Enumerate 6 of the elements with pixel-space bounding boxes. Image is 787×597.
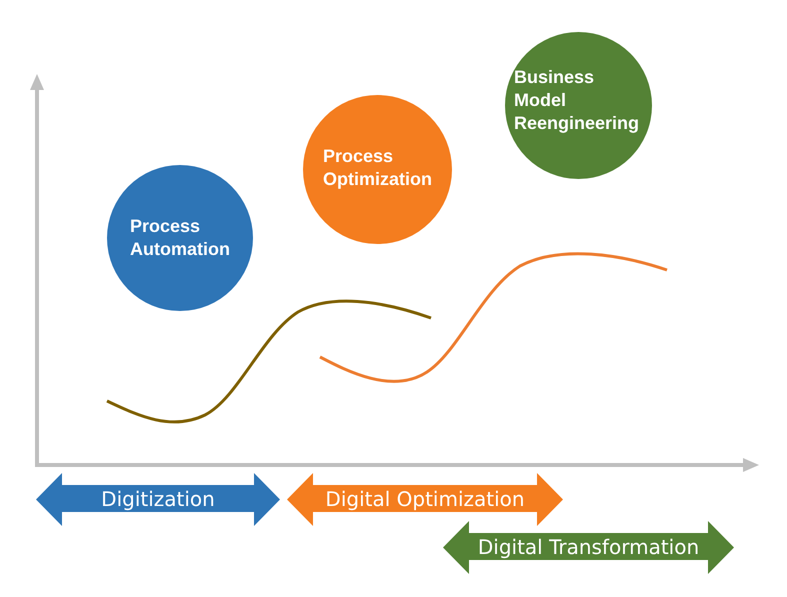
phase-label: Digital Transformation <box>478 534 700 558</box>
circle-label: Process Optimization <box>323 145 432 191</box>
phase-label: Digitization <box>101 486 215 510</box>
circle-label: Process Automation <box>130 215 230 261</box>
circle-label: Business Model Reengineering <box>514 66 640 135</box>
phase-label: Digital Optimization <box>325 486 525 510</box>
